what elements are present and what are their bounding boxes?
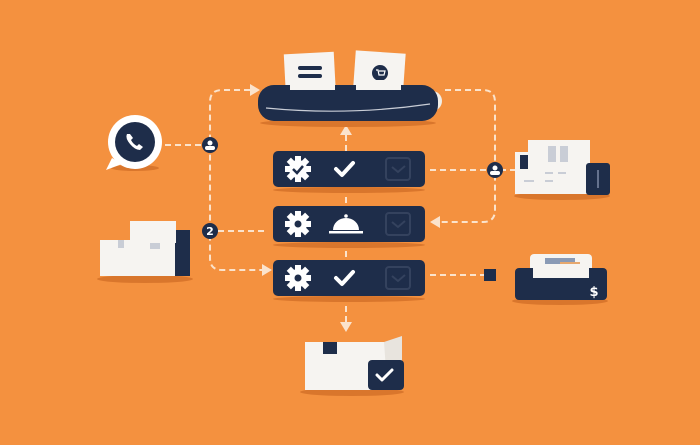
gear-icon bbox=[285, 211, 311, 237]
arrow-down-icon bbox=[340, 322, 352, 332]
arrow-right-icon bbox=[262, 264, 272, 276]
stage-bar[interactable] bbox=[273, 206, 425, 248]
arrow-right-icon bbox=[250, 84, 260, 96]
user-node[interactable] bbox=[202, 137, 218, 153]
currency-symbol: $ bbox=[589, 285, 598, 300]
check-icon bbox=[334, 270, 355, 286]
check-icon bbox=[334, 161, 355, 177]
arrow-left-icon bbox=[430, 216, 440, 228]
order-tray bbox=[258, 50, 442, 127]
checkbox[interactable] bbox=[385, 266, 411, 290]
checkbox[interactable] bbox=[385, 157, 411, 181]
arrow-up-icon bbox=[340, 125, 352, 135]
user-node[interactable] bbox=[487, 162, 503, 178]
step-number: 2 bbox=[206, 225, 214, 238]
stage-bar[interactable] bbox=[273, 151, 425, 193]
checkbox[interactable] bbox=[385, 212, 411, 236]
service-bell-icon bbox=[329, 214, 363, 234]
check-icon bbox=[375, 368, 394, 382]
invoice-icon bbox=[514, 140, 610, 200]
cash-register-icon: $ bbox=[512, 254, 608, 305]
gear-check-icon bbox=[285, 156, 311, 182]
gear-icon bbox=[285, 265, 311, 291]
whatsapp-icon[interactable] bbox=[106, 115, 162, 171]
stage-bar[interactable] bbox=[273, 260, 425, 302]
package-stack-icon bbox=[97, 221, 193, 283]
completed-package-icon bbox=[300, 336, 404, 396]
step-node[interactable]: 2 bbox=[202, 223, 218, 239]
square-node[interactable] bbox=[484, 269, 496, 281]
